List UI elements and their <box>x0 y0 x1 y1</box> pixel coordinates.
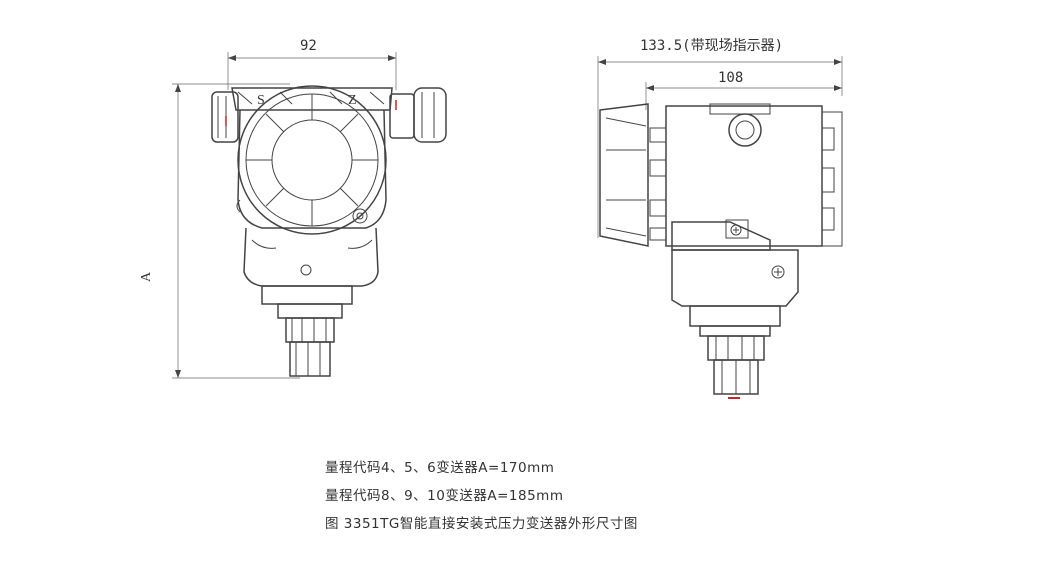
right-cable-gland <box>389 87 447 143</box>
indicator-cover <box>599 103 667 247</box>
lower-body <box>243 227 379 377</box>
dimension-133: 133.5(带现场指示器) <box>597 38 843 238</box>
side-terminal-block <box>671 219 771 251</box>
dimension-108: 108 <box>645 70 842 110</box>
side-view: 133.5(带现场指示器) 108 <box>597 38 843 399</box>
left-cable-gland <box>211 91 239 143</box>
dimension-92-label: 92 <box>300 38 317 54</box>
front-view: 92 A S Z <box>139 38 447 379</box>
dimension-a-label: A <box>139 271 154 282</box>
main-housing <box>236 85 387 235</box>
side-main-body <box>665 103 843 247</box>
z-marking: Z <box>348 93 357 108</box>
caption-range-code-456: 量程代码4、5、6变送器A=170mm <box>325 460 555 476</box>
dimension-a: A <box>139 83 300 379</box>
s-marking: S <box>257 93 265 108</box>
dimension-92: 92 <box>227 38 397 90</box>
side-lower-body <box>671 249 799 399</box>
figure-title: 图 3351TG智能直接安装式压力变送器外形尺寸图 <box>325 516 638 532</box>
caption-range-code-8910: 量程代码8、9、10变送器A=185mm <box>325 488 564 504</box>
dimension-133-label: 133.5(带现场指示器) <box>640 38 783 54</box>
dimension-108-label: 108 <box>718 70 743 86</box>
